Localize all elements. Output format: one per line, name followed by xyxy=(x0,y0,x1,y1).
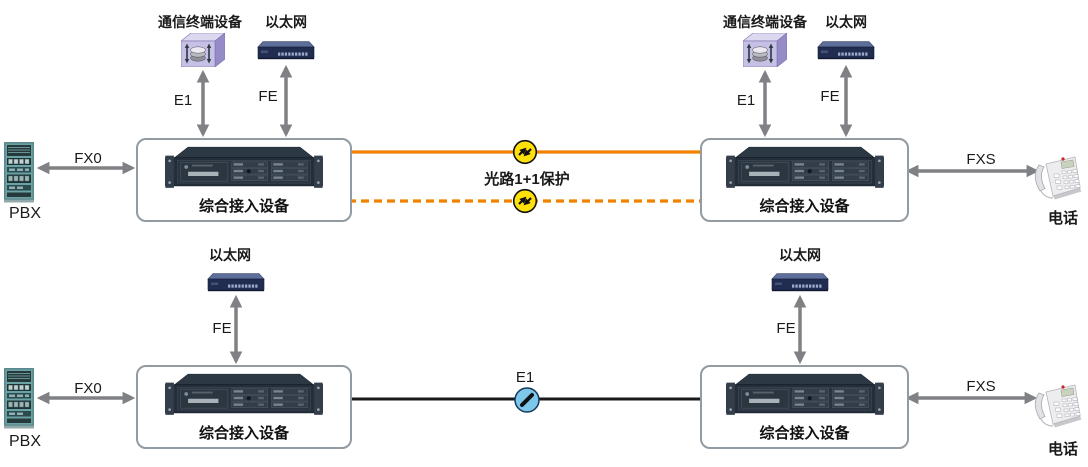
ethernet-switch-icon xyxy=(206,272,266,294)
e1-trunk-label: E1 xyxy=(515,369,535,386)
fe-port-label: FE xyxy=(212,320,232,337)
terminal-device-label: 通信终端设备 xyxy=(158,14,242,30)
fe-port-label: FE xyxy=(820,88,840,105)
ethernet-switch-icon xyxy=(816,40,876,62)
ethernet-label: 以太网 xyxy=(209,247,251,263)
e1-port-label: E1 xyxy=(736,92,756,109)
ethernet-label: 以太网 xyxy=(779,247,821,263)
pbx-label: PBX xyxy=(8,205,42,222)
pbx-icon xyxy=(4,368,34,430)
fe-port-label: FE xyxy=(776,320,796,337)
access-device-label: 综合接入设备 xyxy=(759,425,850,442)
pbx-icon xyxy=(4,142,34,204)
fiber-protection-icon xyxy=(512,139,538,165)
fiber-protection-label: 光路1+1保护 xyxy=(484,171,570,188)
access-device-box-top-left: 综合接入设备 xyxy=(136,138,352,222)
e1-link-icon xyxy=(513,386,541,414)
fiber-protection-icon xyxy=(512,188,538,214)
ethernet-switch-icon xyxy=(770,272,830,294)
terminal-device-label: 通信终端设备 xyxy=(723,14,807,30)
ethernet-label: 以太网 xyxy=(825,14,867,30)
telephone-icon xyxy=(1030,380,1082,428)
access-device-box-bottom-left: 综合接入设备 xyxy=(136,365,352,449)
telephone-icon xyxy=(1030,152,1082,200)
access-device-chassis-icon xyxy=(154,142,334,192)
access-device-box-bottom-right: 综合接入设备 xyxy=(700,365,909,449)
access-device-chassis-icon xyxy=(154,369,334,419)
fe-port-label: FE xyxy=(258,88,278,105)
terminal-device-icon xyxy=(743,33,787,67)
ethernet-switch-icon xyxy=(256,40,316,62)
fx0-label: FX0 xyxy=(74,150,102,167)
access-device-label: 综合接入设备 xyxy=(759,198,850,215)
fxs-label: FXS xyxy=(966,151,996,168)
fxs-label: FXS xyxy=(966,378,996,395)
access-device-chassis-icon xyxy=(715,369,895,419)
pbx-label: PBX xyxy=(8,433,42,450)
access-device-box-top-right: 综合接入设备 xyxy=(700,138,909,222)
terminal-device-icon xyxy=(181,33,225,67)
ethernet-label: 以太网 xyxy=(265,14,307,30)
access-device-chassis-icon xyxy=(715,142,895,192)
telephone-label: 电话 xyxy=(1047,210,1079,227)
telephone-label: 电话 xyxy=(1047,441,1079,458)
fx0-label: FX0 xyxy=(74,380,102,397)
access-device-label: 综合接入设备 xyxy=(198,198,289,215)
access-device-label: 综合接入设备 xyxy=(198,425,289,442)
e1-port-label: E1 xyxy=(173,92,193,109)
